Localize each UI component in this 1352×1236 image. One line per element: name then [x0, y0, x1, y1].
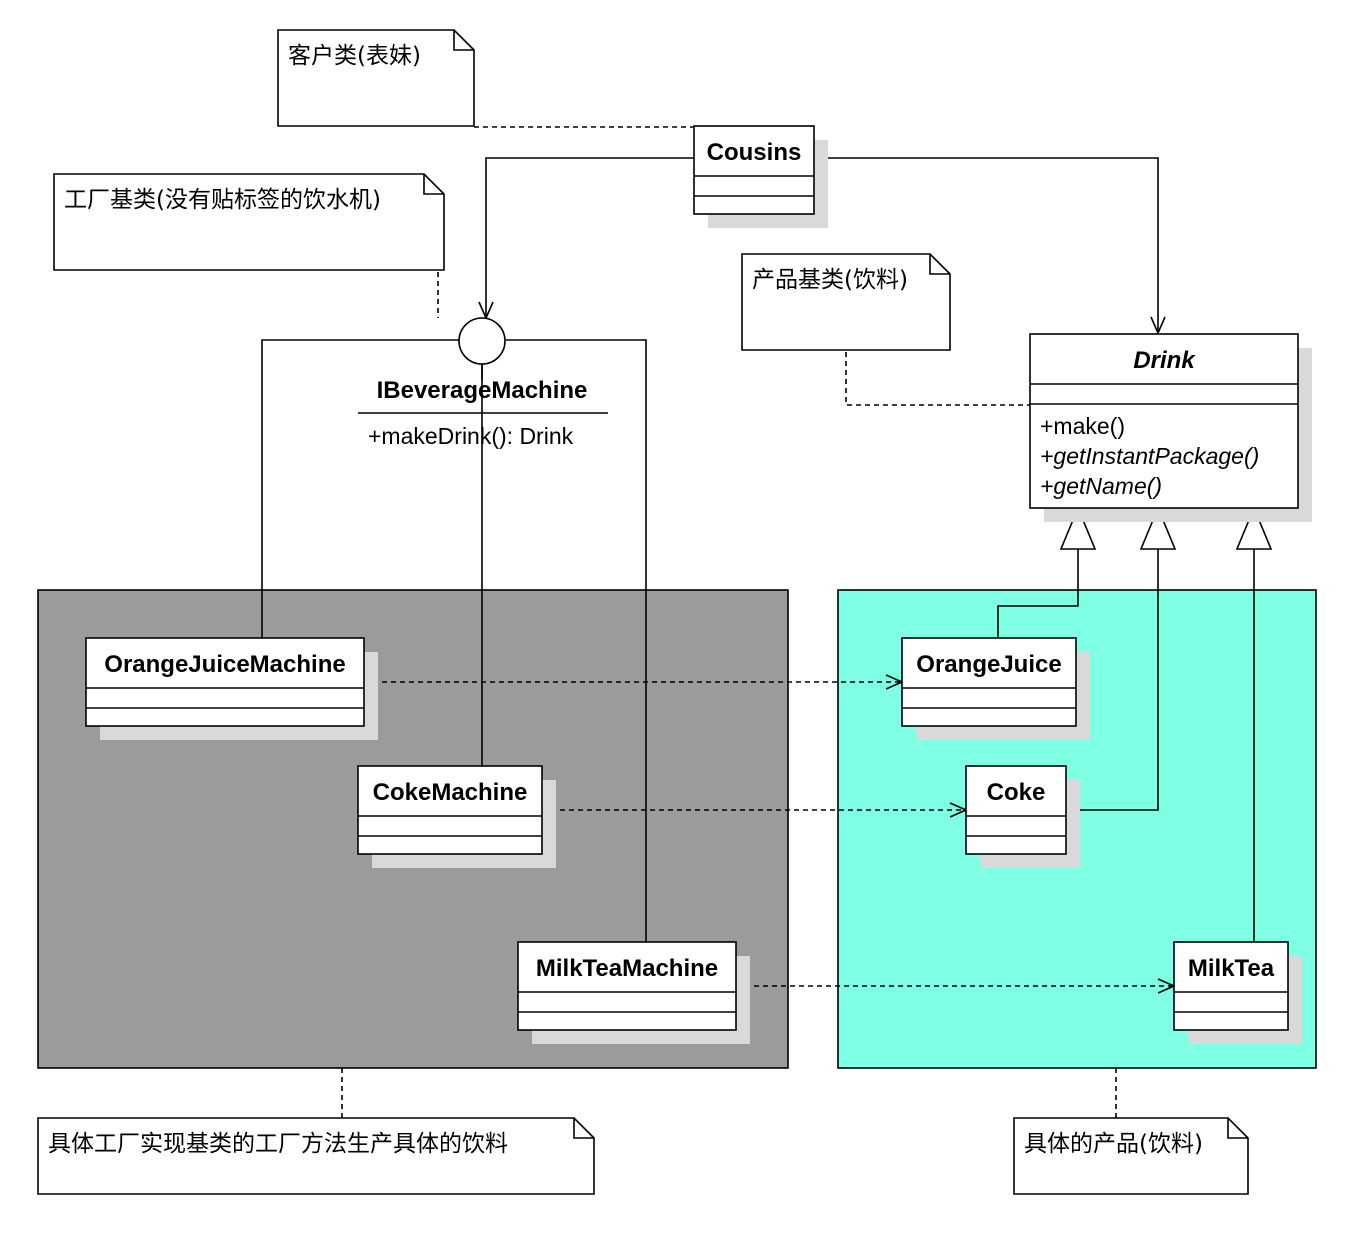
note-concrete-product: 具体的产品(饮料): [1013, 1117, 1249, 1195]
drink-method-getname: +getName(): [1040, 473, 1162, 499]
class-drink-name: Drink: [1133, 347, 1196, 374]
drink-method-make: +make(): [1040, 413, 1125, 439]
generalization-coke: [1066, 549, 1159, 811]
class-orangejuice: OrangeJuice: [901, 637, 1090, 740]
generalization-arrow-3: [1235, 505, 1273, 550]
class-drink: Drink +make() +getInstantPackage() +getN…: [1029, 333, 1312, 522]
class-coke: Coke: [965, 765, 1080, 868]
class-cousins-name: Cousins: [707, 139, 802, 166]
realization-milkteamachine: [506, 339, 647, 942]
generalization-arrow-1: [1059, 505, 1097, 550]
association-cousins-to-drink: [814, 157, 1166, 335]
interface-method: +makeDrink(): Drink: [368, 423, 574, 449]
class-milkteamachine-name: MilkTeaMachine: [536, 955, 718, 982]
note-concrete-factory: 具体工厂实现基类的工厂方法生产具体的饮料: [37, 1117, 595, 1195]
note-client: 客户类(表妹): [277, 29, 475, 127]
realization-orangejuicemachine: [261, 339, 460, 638]
class-milktea: MilkTea: [1173, 941, 1302, 1044]
note-factory-base: 工厂基类(没有贴标签的饮水机): [53, 173, 445, 271]
note-product-base: 产品基类(饮料): [741, 253, 951, 351]
note-client-text: 客户类(表妹): [288, 43, 421, 69]
note-product-base-text: 产品基类(饮料): [752, 267, 908, 293]
class-orangejuicemachine-name: OrangeJuiceMachine: [104, 651, 345, 678]
note-concrete-factory-text: 具体工厂实现基类的工厂方法生产具体的饮料: [48, 1131, 508, 1157]
interface-name: IBeverageMachine: [377, 377, 588, 404]
class-orangejuice-name: OrangeJuice: [916, 651, 1061, 678]
generalization-orangejuice: [997, 549, 1079, 638]
class-coke-name: Coke: [987, 779, 1046, 806]
interface-ibeveragemachine: IBeverageMachine +makeDrink(): Drink: [358, 317, 608, 449]
class-milktea-name: MilkTea: [1188, 955, 1275, 982]
note-concrete-product-text: 具体的产品(饮料): [1024, 1131, 1203, 1157]
note-factory-base-text: 工厂基类(没有贴标签的饮水机): [64, 187, 381, 213]
class-cokemachine: CokeMachine: [357, 765, 556, 868]
interface-circle-icon: [458, 317, 506, 365]
generalization-arrow-2: [1139, 505, 1177, 550]
note-connector-product-base: [845, 352, 1030, 406]
class-cousins: Cousins: [693, 125, 828, 228]
class-cokemachine-name: CokeMachine: [373, 779, 528, 806]
class-milkteamachine: MilkTeaMachine: [517, 941, 750, 1044]
drink-method-getinstantpackage: +getInstantPackage(): [1040, 443, 1259, 469]
association-cousins-to-interface: [478, 157, 694, 320]
class-orangejuicemachine: OrangeJuiceMachine: [85, 637, 378, 740]
